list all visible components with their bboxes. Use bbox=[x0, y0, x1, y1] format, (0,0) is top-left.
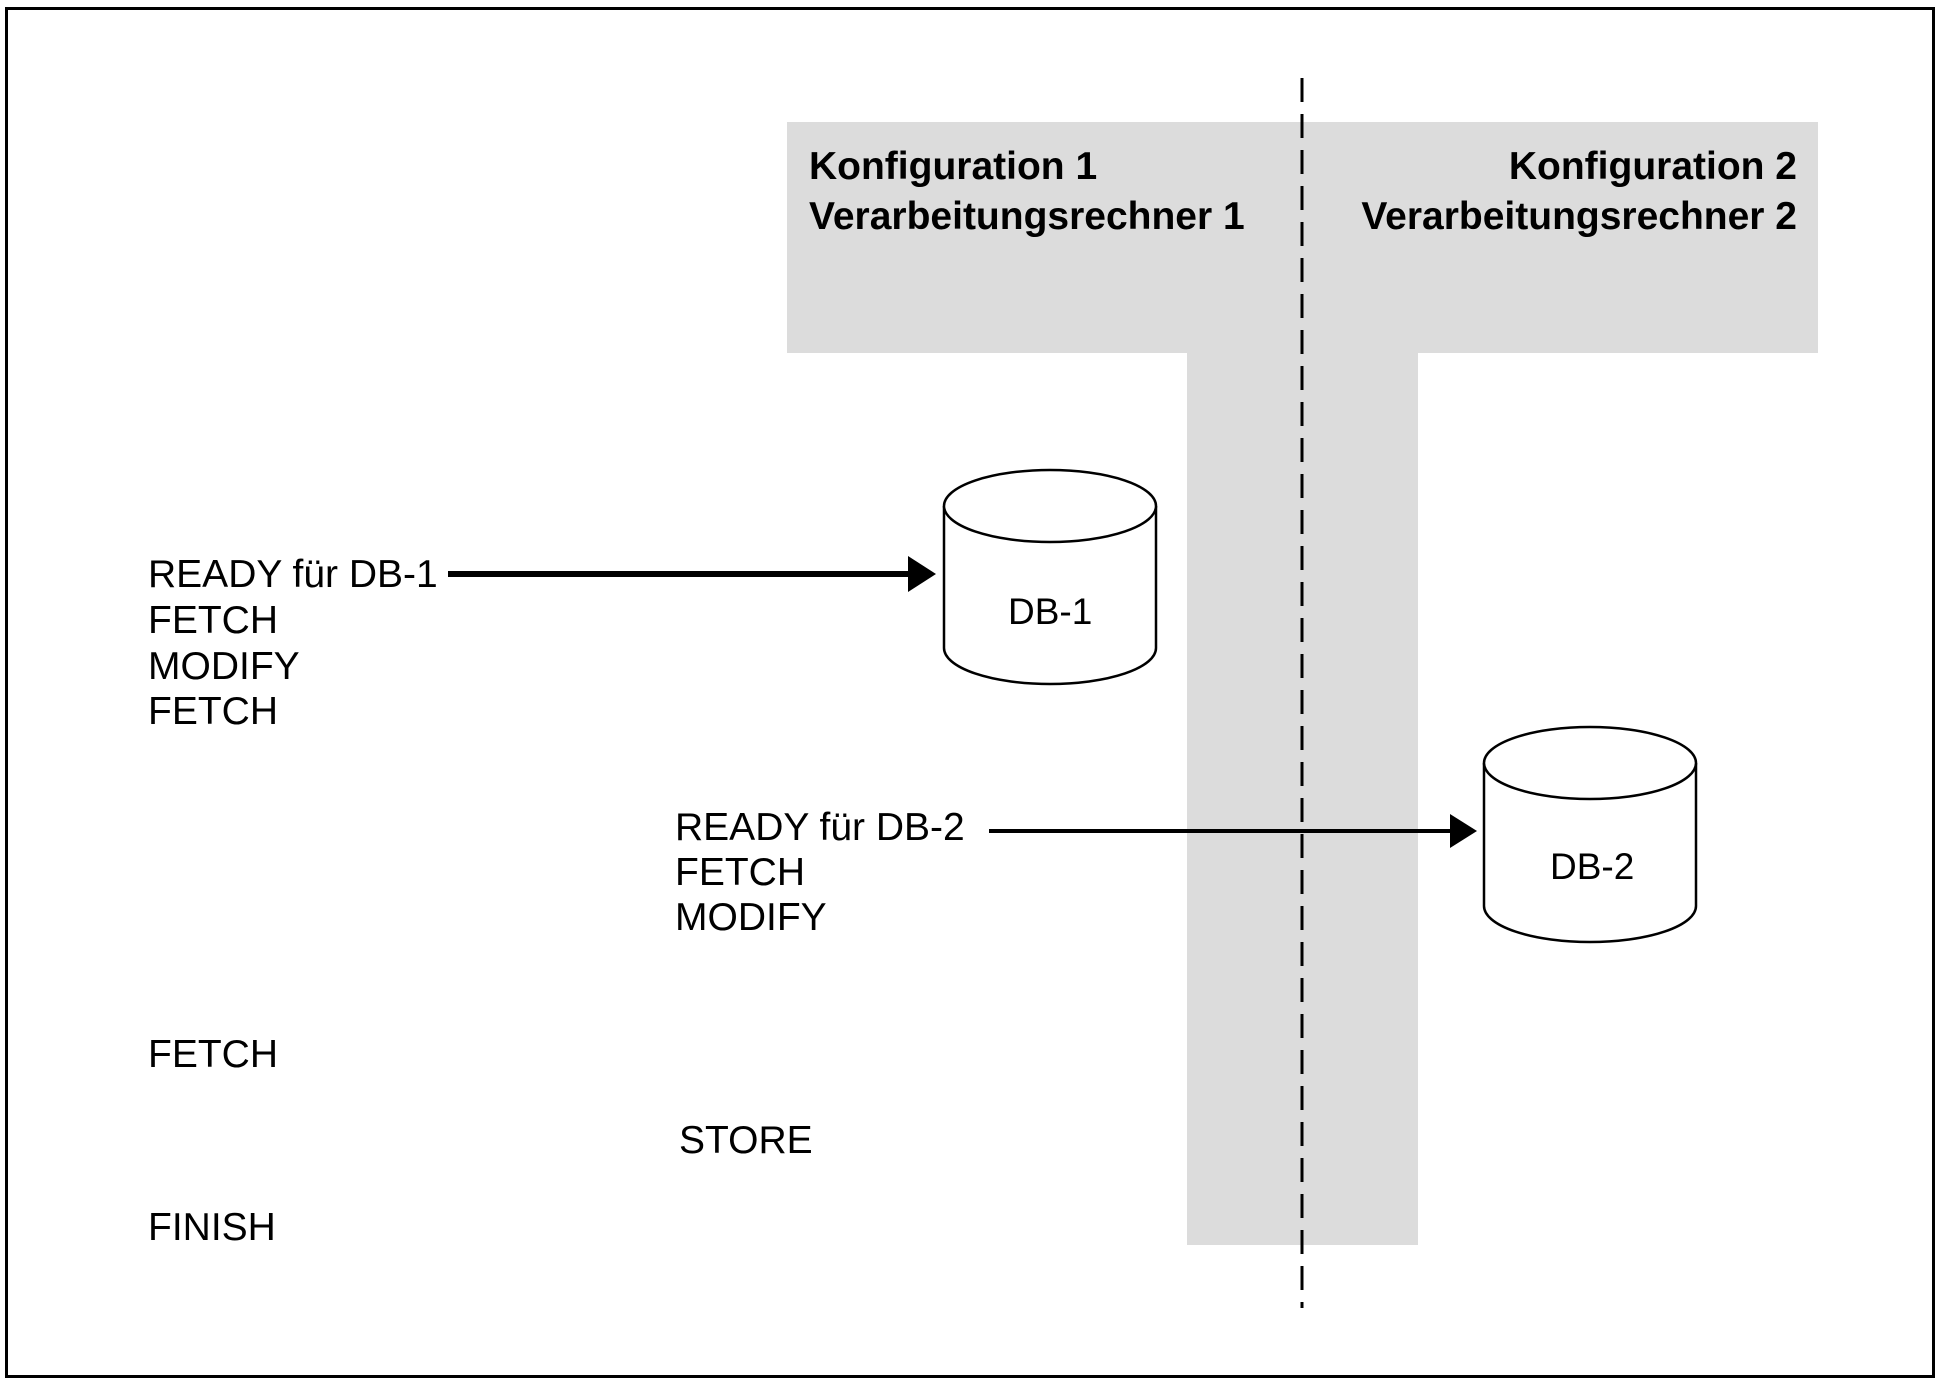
cmd-modify-1: MODIFY bbox=[148, 645, 300, 688]
cmd-modify-mid: MODIFY bbox=[675, 896, 827, 939]
config2-subtitle: Verarbeitungsrechner 2 bbox=[1361, 195, 1797, 238]
arrow-to-db1 bbox=[448, 556, 936, 592]
cmd-ready-db2: READY für DB-2 bbox=[675, 806, 965, 849]
config1-header: Konfiguration 1 Verarbeitungsrechner 1 bbox=[809, 142, 1245, 242]
configuration-region bbox=[787, 122, 1818, 1245]
cmd-fetch-1: FETCH bbox=[148, 599, 278, 642]
config2-header: Konfiguration 2 Verarbeitungsrechner 2 bbox=[1361, 142, 1797, 242]
db1-label: DB-1 bbox=[1008, 591, 1093, 632]
config1-title: Konfiguration 1 bbox=[809, 145, 1098, 188]
cmd-fetch-3: FETCH bbox=[148, 1033, 278, 1076]
cmd-ready-db1: READY für DB-1 bbox=[148, 553, 438, 596]
cmd-finish: FINISH bbox=[148, 1206, 276, 1249]
config1-subtitle: Verarbeitungsrechner 1 bbox=[809, 195, 1245, 238]
db2-cylinder-icon bbox=[1482, 725, 1698, 944]
cmd-store: STORE bbox=[679, 1119, 813, 1162]
cmd-fetch-mid: FETCH bbox=[675, 851, 805, 894]
diagram-frame bbox=[5, 7, 1935, 1378]
db2-label: DB-2 bbox=[1550, 846, 1635, 887]
arrow-to-db2 bbox=[989, 814, 1477, 848]
cmd-fetch-2: FETCH bbox=[148, 690, 278, 733]
config2-title: Konfiguration 2 bbox=[1508, 145, 1797, 188]
db1-cylinder-icon bbox=[942, 468, 1158, 686]
